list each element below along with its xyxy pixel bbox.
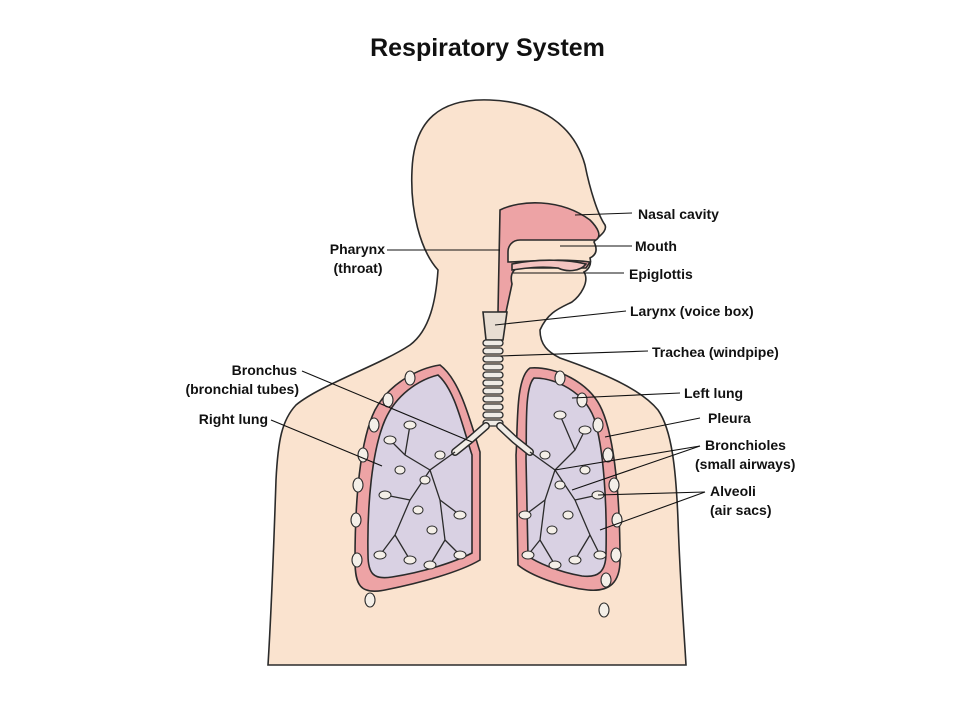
label-epiglottis: Epiglottis xyxy=(629,266,693,282)
label-mouth: Mouth xyxy=(635,238,677,254)
left-alveoli xyxy=(518,410,607,570)
leader-trachea xyxy=(499,350,649,357)
label-pleura: Pleura xyxy=(708,410,751,426)
leader-nasal-cavity xyxy=(574,212,633,216)
leader-alveoli-a xyxy=(597,491,706,496)
leader-right-lung xyxy=(270,419,383,467)
leader-larynx xyxy=(494,310,627,326)
leader-bronchioles-b xyxy=(571,445,701,491)
larynx xyxy=(482,311,508,341)
right-bronchiole-tree xyxy=(379,424,461,566)
diagram-title: Respiratory System xyxy=(370,34,605,62)
right-alveoli xyxy=(373,420,467,570)
trachea-rings xyxy=(482,339,504,427)
leader-pleura xyxy=(604,417,701,438)
label-bronchioles-line1: Bronchioles xyxy=(705,437,786,453)
leader-bronchus xyxy=(301,370,473,443)
leader-bronchioles-a xyxy=(554,445,701,471)
label-left-lung: Left lung xyxy=(684,385,743,401)
label-trachea: Trachea (windpipe) xyxy=(652,344,779,360)
leader-lines xyxy=(270,212,706,531)
label-pharynx-line1: Pharynx xyxy=(330,241,385,257)
label-pharynx-line2: (throat) xyxy=(334,260,383,276)
label-bronchus-line1: Bronchus xyxy=(232,362,298,378)
label-alveoli-line2: (air sacs) xyxy=(710,502,771,518)
ribs xyxy=(350,370,623,618)
right-lung xyxy=(367,374,473,579)
label-larynx: Larynx (voice box) xyxy=(630,303,754,319)
label-bronchus-line2: (bronchial tubes) xyxy=(185,381,299,397)
label-alveoli-line1: Alveoli xyxy=(710,483,756,499)
mouth-floor xyxy=(511,259,588,272)
label-nasal-cavity: Nasal cavity xyxy=(638,206,719,222)
label-right-lung: Right lung xyxy=(199,411,268,427)
label-bronchioles-line2: (small airways) xyxy=(695,456,795,472)
leader-left-lung xyxy=(571,392,681,399)
leader-alveoli-b xyxy=(599,491,706,531)
bronchi xyxy=(451,422,534,456)
